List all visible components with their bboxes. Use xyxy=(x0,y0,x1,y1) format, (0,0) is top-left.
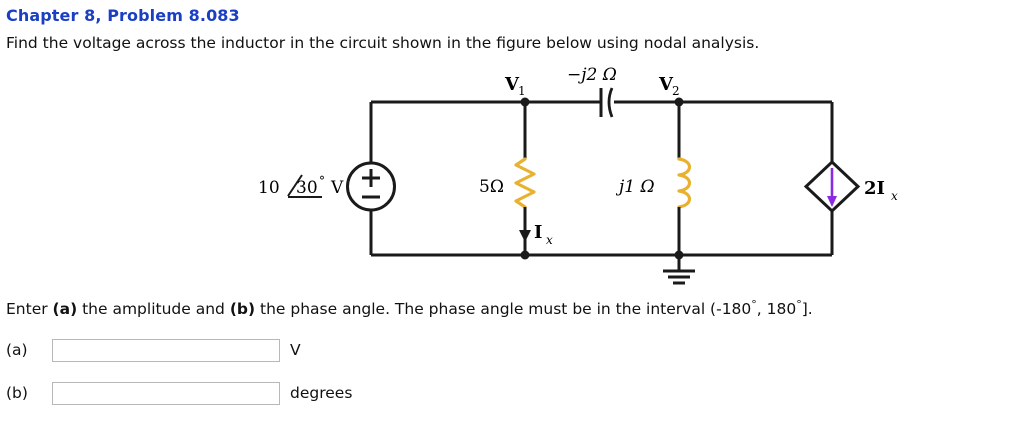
answer-row-a: (a) V xyxy=(6,336,301,364)
current-arrow-head-icon xyxy=(519,230,531,242)
instruction-part-b: (b) xyxy=(229,300,256,318)
answer-instruction: Enter (a) the amplitude and (b) the phas… xyxy=(6,297,813,318)
source-magnitude-label: 10 xyxy=(258,178,280,198)
dependent-source-label-subscript: x xyxy=(891,189,898,203)
instruction-mid: the amplitude and xyxy=(77,300,230,318)
capacitor-plate-curved xyxy=(607,87,614,118)
inductor-symbol xyxy=(677,157,692,209)
node-label-v1: V xyxy=(504,74,520,95)
answer-row-b: (b) degrees xyxy=(6,379,352,407)
circuit-svg: 10 30 ° V I x 5Ω V 1 −j2 Ω j1 Ω xyxy=(258,65,898,285)
dependent-source-arrow-head-icon xyxy=(827,196,837,207)
phase-angle-input[interactable] xyxy=(52,381,280,405)
page-title: Chapter 8, Problem 8.083 xyxy=(6,6,240,25)
instruction-suffix3: ]. xyxy=(801,300,813,318)
resistor-label: 5Ω xyxy=(479,177,504,197)
answer-unit-a: V xyxy=(290,341,301,359)
dependent-source-label: 2I xyxy=(864,178,885,199)
current-label-Ix-subscript: x xyxy=(546,233,553,247)
angle-slash-icon xyxy=(287,174,303,197)
inductor-label: j1 Ω xyxy=(615,177,655,197)
amplitude-input[interactable] xyxy=(52,338,280,362)
degree-symbol-high: ° xyxy=(796,297,802,311)
current-label-Ix: I xyxy=(534,222,542,243)
instruction-prefix: Enter xyxy=(6,300,53,318)
circuit-diagram: 10 30 ° V I x 5Ω V 1 −j2 Ω j1 Ω xyxy=(0,58,1024,290)
answer-label-a: (a) xyxy=(6,341,28,359)
resistor-symbol xyxy=(514,157,536,209)
degree-symbol-low: ° xyxy=(751,297,757,311)
node-dot-v1-top xyxy=(520,97,530,107)
answer-unit-b: degrees xyxy=(290,384,353,402)
node-label-v1-subscript: 1 xyxy=(518,84,526,98)
node-dot-v1-bottom xyxy=(520,250,530,260)
source-angle-label: 30 xyxy=(296,178,318,198)
source-degree-symbol: ° xyxy=(319,174,325,188)
source-unit-label: V xyxy=(330,178,344,198)
node-label-v2-subscript: 2 xyxy=(672,84,680,98)
node-label-v2: V xyxy=(658,74,674,95)
instruction-part-a: (a) xyxy=(52,300,78,318)
answer-label-b: (b) xyxy=(6,384,28,402)
instruction-suffix: the phase angle. The phase angle must be… xyxy=(255,300,752,318)
capacitor-label: −j2 Ω xyxy=(567,65,617,85)
instruction-suffix2: , 180 xyxy=(756,300,797,318)
problem-statement: Find the voltage across the inductor in … xyxy=(6,34,760,52)
node-dot-v2-top xyxy=(674,97,684,107)
